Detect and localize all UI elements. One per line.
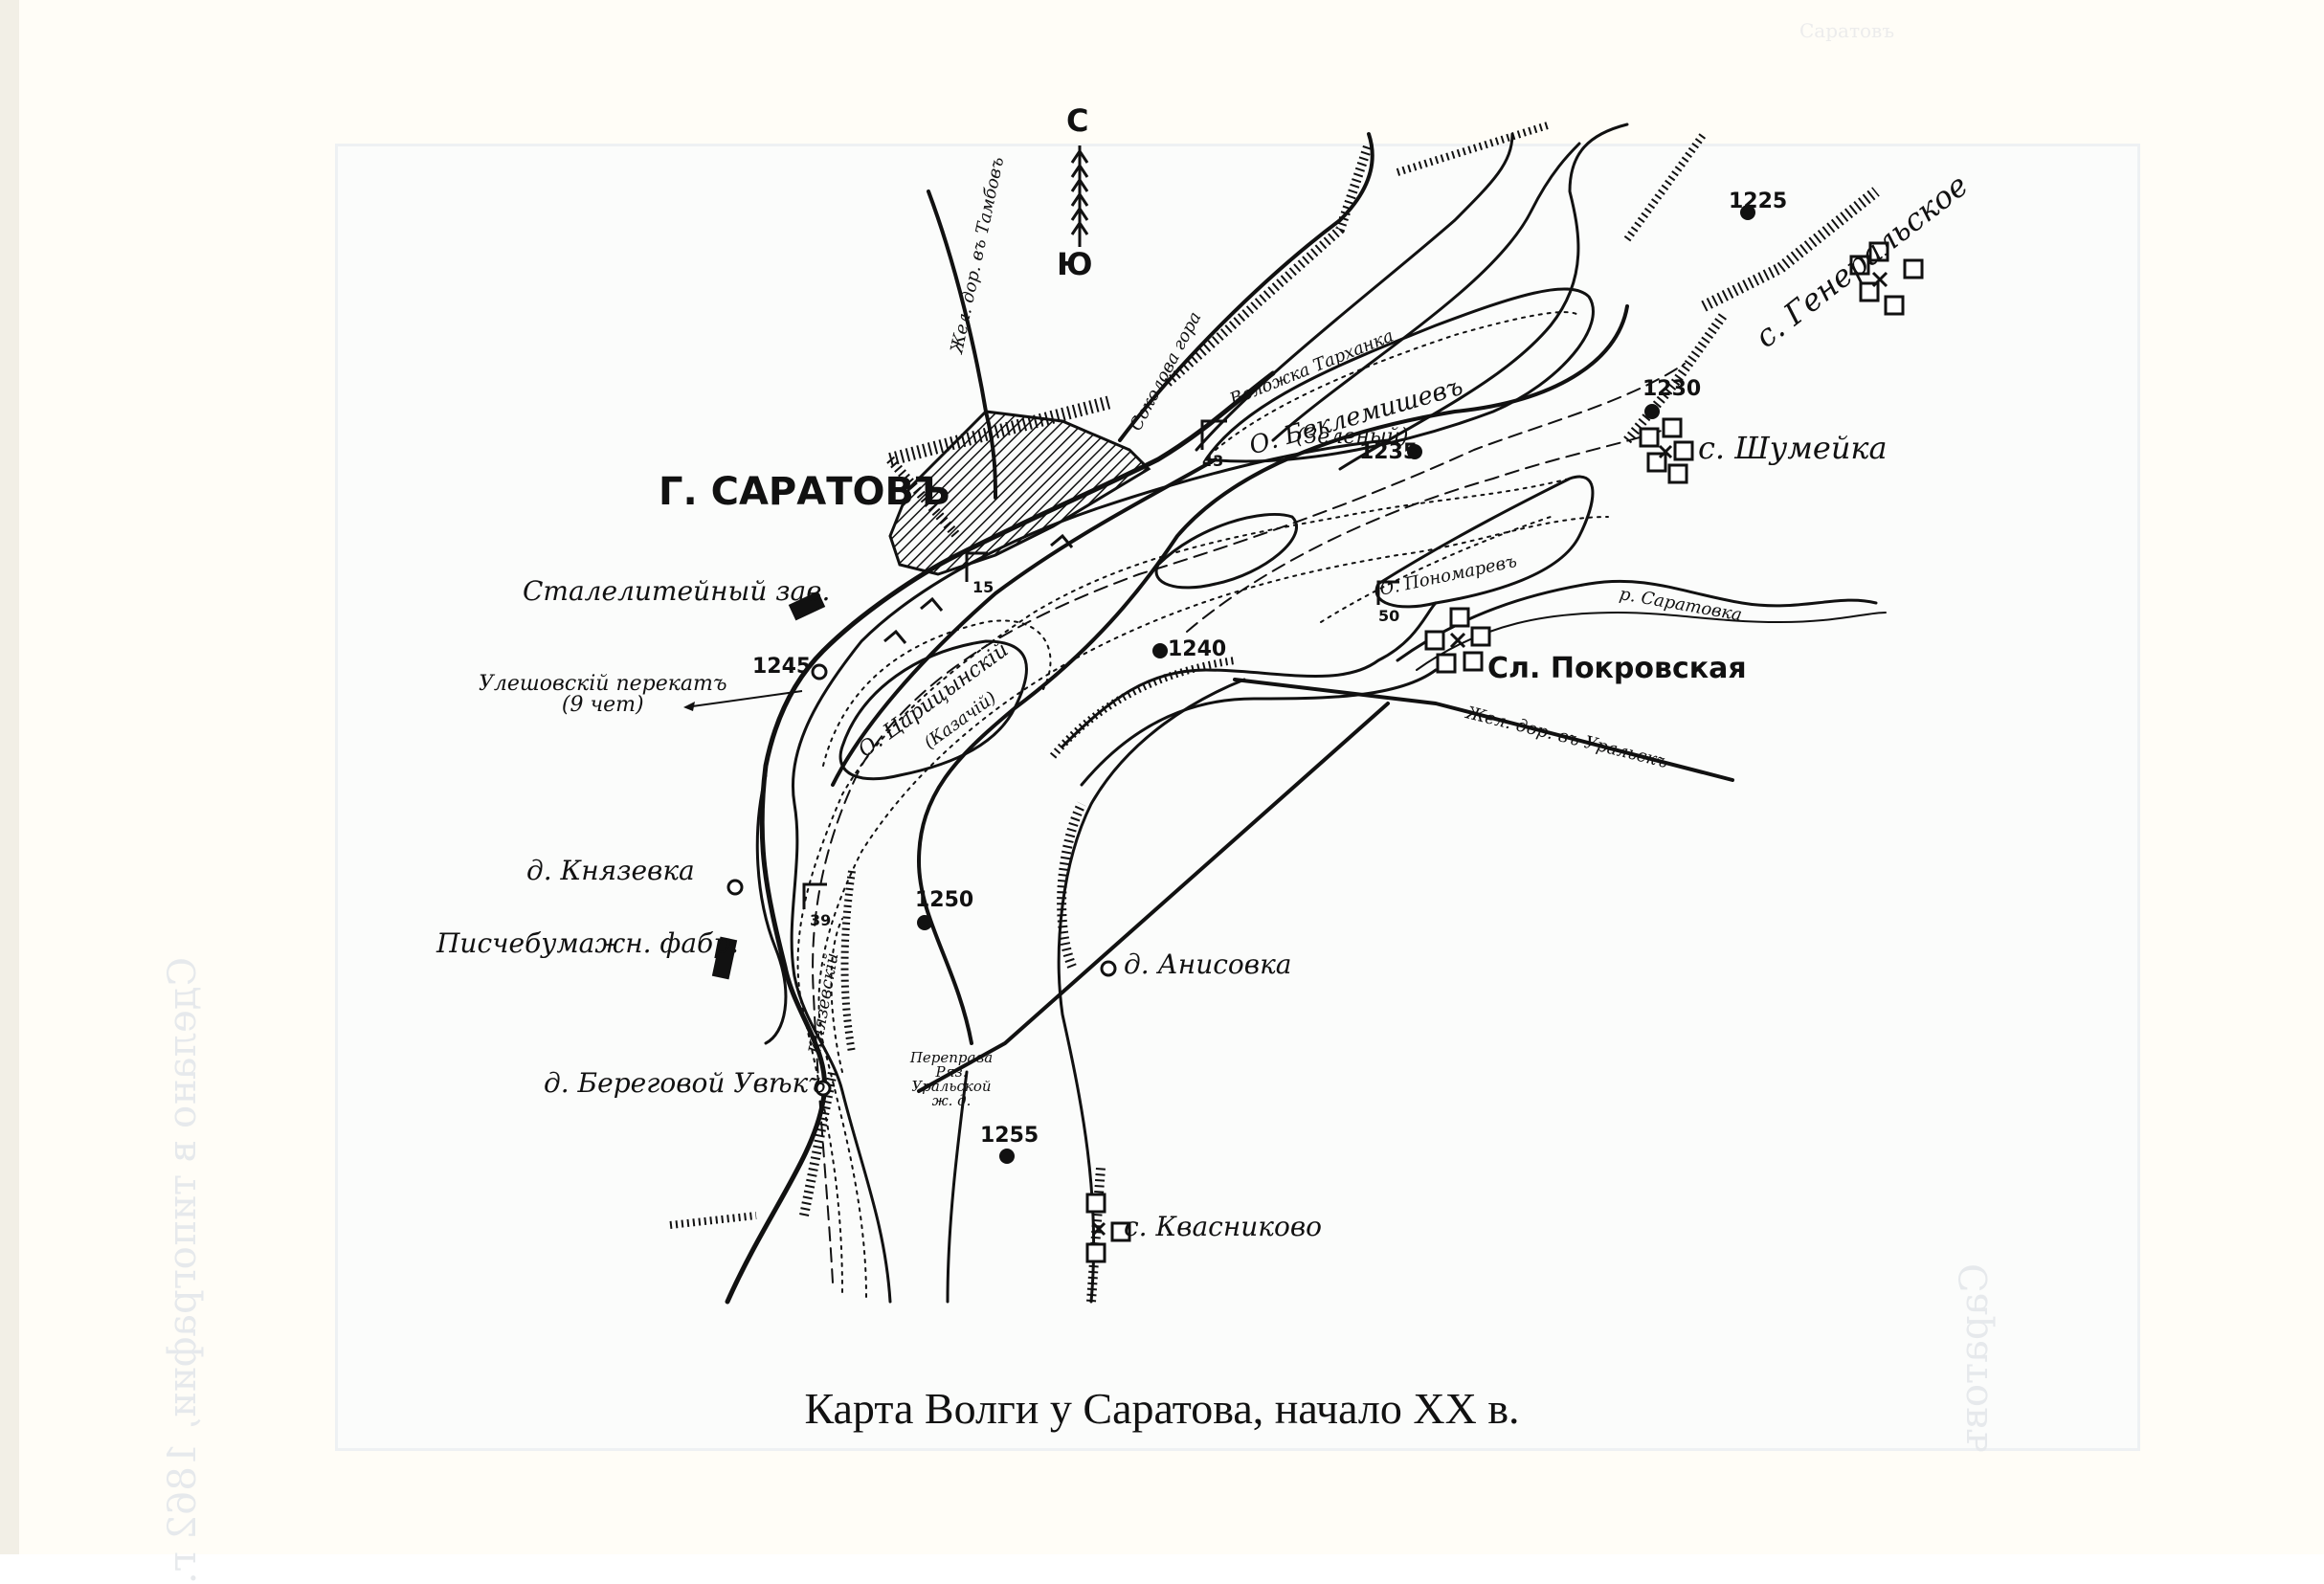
buoy-50: 50 (1378, 607, 1400, 625)
compass-arrow (1070, 145, 1089, 247)
ship-course (812, 363, 1686, 1283)
mark-dots (811, 205, 1755, 1164)
mark-1245: 1245 (752, 655, 812, 679)
scan-edge (0, 0, 19, 1554)
label-crossing: Переправа Ряз. Уральской ж. д. (909, 1049, 994, 1109)
paper-mill-block (711, 936, 738, 980)
label-beregovoy: д. Береговой Увѣкъ (544, 1067, 826, 1099)
pointer-arrow (684, 690, 803, 708)
compass-south: Ю (1057, 246, 1093, 282)
village-squares (1085, 241, 1924, 1263)
mark-1255: 1255 (980, 1124, 1039, 1148)
bank-hachures (669, 121, 1880, 1303)
island-tsaritsyn (838, 639, 1028, 781)
label-anisovka: д. Анисовка (1124, 948, 1292, 980)
island-beklemishev (1204, 287, 1595, 463)
label-beklemishev-note: (Зеленый) (1296, 425, 1409, 449)
island-ponomarev (1374, 475, 1595, 609)
map-caption: Карта Волги у Саратова, начало XX в. (804, 1384, 1520, 1433)
label-paper-mill: Писчебумажн. фабр. (436, 927, 739, 959)
saratov-city-block (888, 410, 1151, 576)
north-channel-1 (1118, 132, 1374, 442)
buoy-43: 43 (1202, 452, 1224, 470)
church-crosses (1091, 271, 1888, 1237)
buoy-39: 39 (810, 911, 832, 929)
east-channel (1061, 601, 1438, 748)
mark-1225: 1225 (1729, 190, 1788, 213)
label-shumeika: с. Шумейка (1698, 430, 1888, 466)
village-circles (726, 879, 1117, 1097)
compass-north: С (1066, 102, 1089, 139)
mark-1240: 1240 (1168, 637, 1227, 661)
label-steel-plant: Сталелитейный зав. (523, 575, 831, 607)
mark-1230: 1230 (1642, 377, 1702, 401)
mark-1250: 1250 (915, 888, 974, 912)
label-pokrovskaya: Сл. Покровская (1487, 652, 1747, 685)
bleed-through-corner: Саратовъ (1799, 19, 1895, 42)
volga-west-bank (790, 438, 1390, 1304)
label-shift: Улешовскій перекатъ (9 чет) (479, 672, 727, 717)
city-title: Г. САРАТОВЪ (659, 470, 950, 514)
volga-east-bank (917, 304, 1629, 1045)
bleed-through-frame (335, 144, 2140, 1451)
steel-plant-block (788, 591, 826, 621)
fairway-dotted (796, 478, 1571, 1293)
label-kvasnikovo: с. Квасниково (1124, 1211, 1323, 1242)
label-knyazevka: д. Князевка (526, 855, 695, 886)
island-small-oval (1154, 512, 1298, 590)
mark-1235: 1235 (1359, 440, 1419, 464)
buoy-flags (802, 419, 1399, 909)
buoy-15: 15 (972, 578, 994, 596)
river-saratovka (1396, 579, 1878, 662)
railway-uralsk (1233, 678, 1734, 782)
